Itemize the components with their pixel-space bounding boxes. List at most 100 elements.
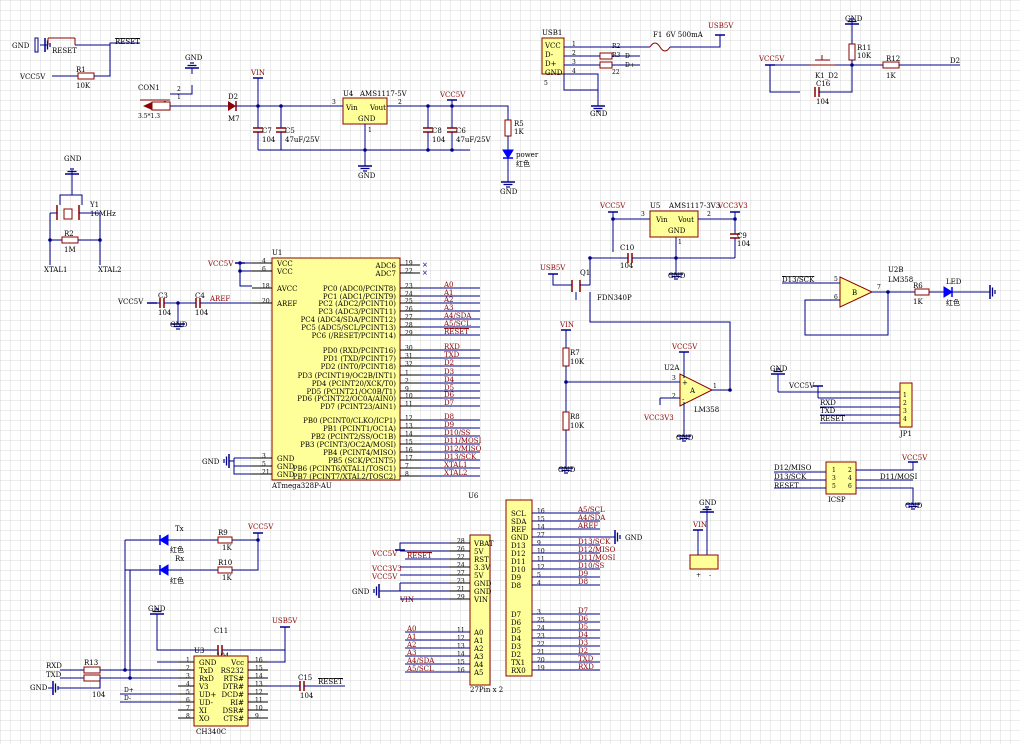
u2a-pin: 3 <box>672 375 676 382</box>
header27-pin-num: 4 <box>537 580 541 587</box>
u1-pin-num: 28 <box>405 322 413 329</box>
y1-value: 16MHz <box>90 210 116 218</box>
u2a-vcc-label: VCC5V <box>671 343 698 351</box>
u1-pin-num: 2 <box>405 378 409 385</box>
k1-left-wire <box>769 65 800 93</box>
c8-label: C8 <box>432 127 442 135</box>
u3-part: CH340C <box>196 728 226 736</box>
u1-pin-name: PB4 (PCINT4/MISO) <box>323 449 396 457</box>
tx-led-label: Tx <box>175 525 184 533</box>
header27-pin-num: 27 <box>457 570 465 577</box>
header27-net-label: A3 <box>406 649 417 657</box>
u1-pin-name: PD2 (INT0/PCINT18) <box>321 363 397 371</box>
u1-net-label: D11/MOSI <box>444 437 482 445</box>
hdr-reset-label: RESET <box>407 552 432 560</box>
jack-gnd-label: GND <box>185 54 203 62</box>
r10-value: 1K <box>222 574 232 582</box>
header27-pin-name: A2 <box>473 645 484 653</box>
hdr-gnd-label: GND <box>352 588 370 596</box>
reset-net-wire <box>75 42 140 46</box>
u3-pin-name: V3 <box>198 683 209 691</box>
u1-net-label: A2 <box>443 296 454 304</box>
header27-net-label: D2 <box>578 647 588 655</box>
u1-pin-num: 16 <box>405 447 413 454</box>
u3-pin-num: 7 <box>186 705 190 712</box>
header27-pin-num: 11 <box>457 627 465 634</box>
u1-net-label: D2 <box>444 359 454 367</box>
u1-net-label: D8 <box>444 413 454 421</box>
power-jack-body <box>151 101 171 111</box>
header27-pin-name: 5V <box>474 548 484 556</box>
u4-vout: Vout <box>369 104 386 112</box>
u1-net-label: A3 <box>443 304 454 312</box>
header27-pin-num: 19 <box>537 665 545 672</box>
tx-led-icon <box>159 534 169 546</box>
u3-ch340c-body <box>193 655 249 727</box>
usb1-pin: D+ <box>545 60 557 68</box>
icsp-gnd-wire <box>856 487 914 498</box>
u3-pin-name: GND <box>199 659 217 667</box>
resistor-r2 <box>599 52 613 60</box>
header27-pin-name: TX1 <box>511 659 525 667</box>
usb5v-label: USB5V <box>708 22 734 30</box>
header27-pin-num: 9 <box>537 540 541 547</box>
header27-pin-num: 21 <box>537 649 545 656</box>
d2-label: D2 <box>228 93 238 101</box>
u1-vcc-label: VCC5V <box>207 260 234 268</box>
usb-dp-label: D+ <box>625 62 635 69</box>
u5-vcc5v-label: VCC5V <box>599 202 626 210</box>
u1-pin-name: PB1 (PCINT1/OC1A) <box>323 425 396 433</box>
r12-value: 1K <box>886 72 896 80</box>
u1-net-label: D4 <box>444 376 455 384</box>
rx-led-icon <box>159 564 169 576</box>
u1-pin-name: PC4 (ADC4/SDA/PCINT12) <box>301 316 397 324</box>
r10-label: R10 <box>218 559 232 567</box>
u1-net-label: XTAL2 <box>444 469 467 477</box>
header27-net-label: A4/SDA <box>406 657 435 665</box>
usb1-pin-num: 4 <box>572 68 576 75</box>
header27-pin-num: 26 <box>457 546 465 553</box>
header27-pin-name: SCL <box>511 510 526 518</box>
u3-gndl-wire <box>58 678 101 689</box>
u1-pin-num: 18 <box>262 283 270 290</box>
header27-net-label: D4 <box>578 631 589 639</box>
header27-label: 27Pin x 2 <box>470 686 503 694</box>
led-color: 红色 <box>946 298 960 307</box>
u1-pin-name: PB0 (PCINT0/CLKO/ICP1) <box>303 417 396 425</box>
u1-pin-name: ADC7 <box>375 270 396 278</box>
header27-net-label: A1 <box>406 633 417 641</box>
usb-gnd-label: GND <box>590 110 608 118</box>
c16-value: 104 <box>816 98 830 106</box>
r1-label: R1 <box>76 66 86 74</box>
u6-label: U6 <box>468 492 479 500</box>
usb1-label: USB1 <box>542 29 562 37</box>
u3-dm-label: D- <box>124 695 131 702</box>
no-connect-icon: × <box>422 261 428 269</box>
resistor-r8 <box>562 411 570 431</box>
header27-net-label: TXD <box>578 655 594 663</box>
u3-pin-name: XI <box>199 707 207 715</box>
u5-gnd: GND <box>668 227 686 235</box>
header27-pin-name: D10 <box>511 566 526 574</box>
icsp-pin: 5 <box>832 483 836 490</box>
junction-dot <box>886 290 890 294</box>
u1-pin-name: PD5 (PCINT21/OC0B/T1) <box>306 388 396 396</box>
header27-net-label: D13/SCK <box>578 538 611 546</box>
u3-pin-name: TxD <box>199 667 214 675</box>
u4-pin: 3 <box>332 99 336 106</box>
r1-value: 10K <box>76 82 91 90</box>
header27-pin-num: 16 <box>537 508 545 515</box>
vin-conn-minus: - <box>709 572 711 579</box>
header27-pin-name: VIN <box>473 596 488 604</box>
u1-pin-num: 32 <box>405 361 413 368</box>
u4-pin: 1 <box>368 127 372 134</box>
u3-pin-name: RI# <box>230 699 244 707</box>
u5-out-wire <box>698 212 736 220</box>
u3-label: U3 <box>194 647 204 655</box>
usb-dm-label: D- <box>625 53 632 60</box>
u1-pin-num: 24 <box>405 291 413 298</box>
y1-gnd-wire3 <box>72 194 83 205</box>
u1-net-label: D12/MISO <box>444 445 482 453</box>
